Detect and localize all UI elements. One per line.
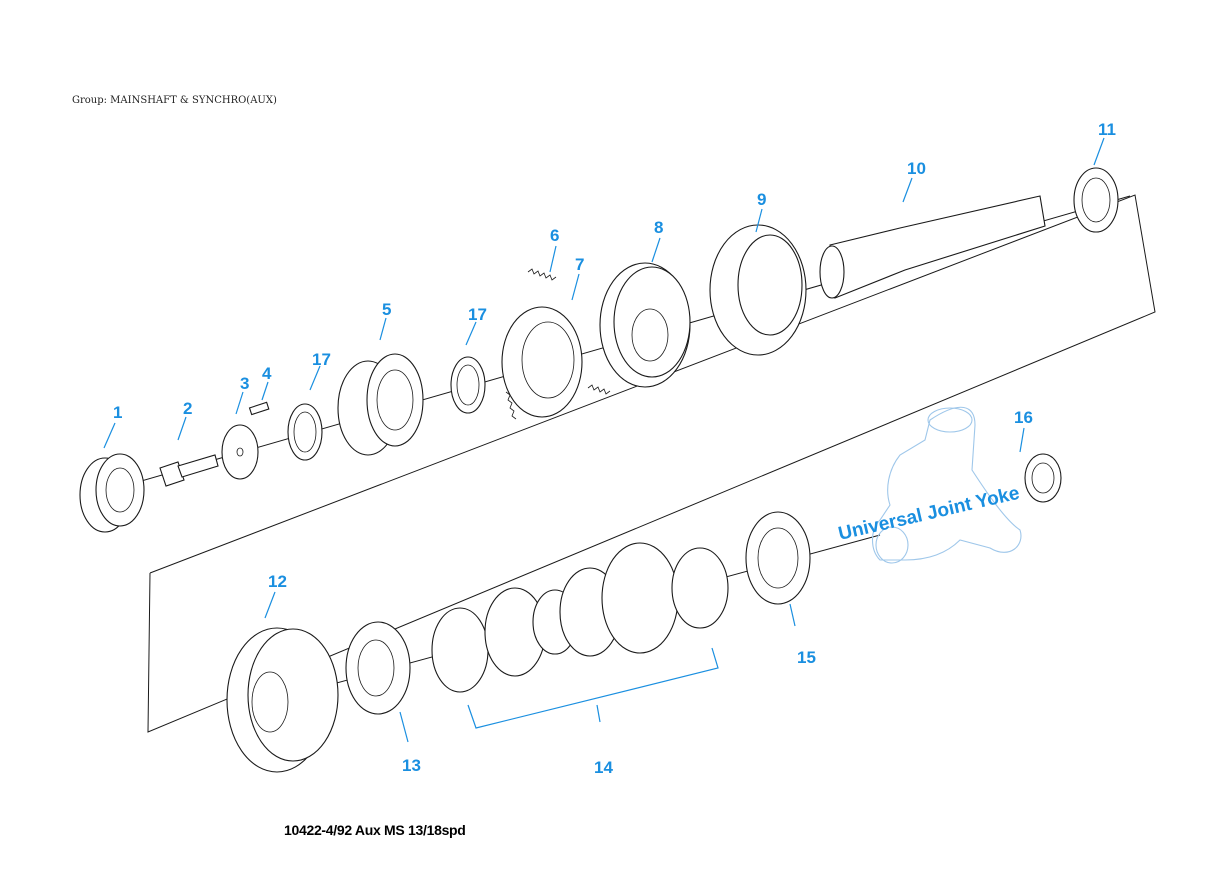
part-4-pin (248, 401, 270, 416)
callout-10: 10 (907, 159, 926, 178)
callout-8: 8 (654, 218, 663, 237)
group-title: Group: MAINSHAFT & SYNCHRO(AUX) (72, 95, 277, 106)
callout-9: 9 (757, 190, 766, 209)
part-3-washer (221, 424, 259, 480)
callouts: 1 2 3 4 5 6 7 8 9 10 11 12 13 14 15 16 1… (113, 120, 1116, 777)
callout-3: 3 (240, 374, 249, 393)
part-1-coupling (79, 453, 145, 533)
leader-lines (103, 137, 1105, 743)
part-16-nut (1024, 453, 1062, 503)
figure-caption: 10422-4/92 Aux MS 13/18spd (284, 822, 466, 838)
callout-4: 4 (262, 364, 272, 383)
callout-12: 12 (268, 572, 287, 591)
part-13-washer (345, 621, 411, 715)
callout-17a: 17 (312, 350, 331, 369)
callout-17b: 17 (468, 305, 487, 324)
part-11-nut (1073, 167, 1119, 233)
part-6-spring (505, 268, 611, 420)
callout-1: 1 (113, 403, 122, 422)
part-2-bolt (159, 454, 219, 487)
callout-11: 11 (1098, 120, 1116, 139)
part-5-gear (337, 353, 424, 456)
part-10-mainshaft (819, 195, 1046, 299)
universal-joint-yoke-ghost (871, 406, 1022, 564)
part-9-toothed-ring (709, 224, 807, 356)
callout-2: 2 (183, 399, 192, 418)
callout-15: 15 (797, 648, 816, 667)
universal-joint-yoke-label: Universal Joint Yoke (836, 483, 1021, 545)
part-14-bearing-assembly (431, 542, 729, 693)
part-15-nut (745, 511, 811, 605)
callout-16: 16 (1014, 408, 1033, 427)
part-17-bearing-b (450, 356, 486, 414)
part-17-bearing-a (287, 403, 323, 461)
part-8-synchro-ring (599, 262, 691, 388)
callout-13: 13 (402, 756, 421, 775)
callout-7: 7 (575, 255, 584, 274)
callout-5: 5 (382, 300, 391, 319)
part-12-large-gear (226, 627, 339, 773)
callout-6: 6 (550, 226, 559, 245)
callout-14: 14 (594, 758, 613, 777)
part-7-synchro-flange (501, 306, 583, 418)
